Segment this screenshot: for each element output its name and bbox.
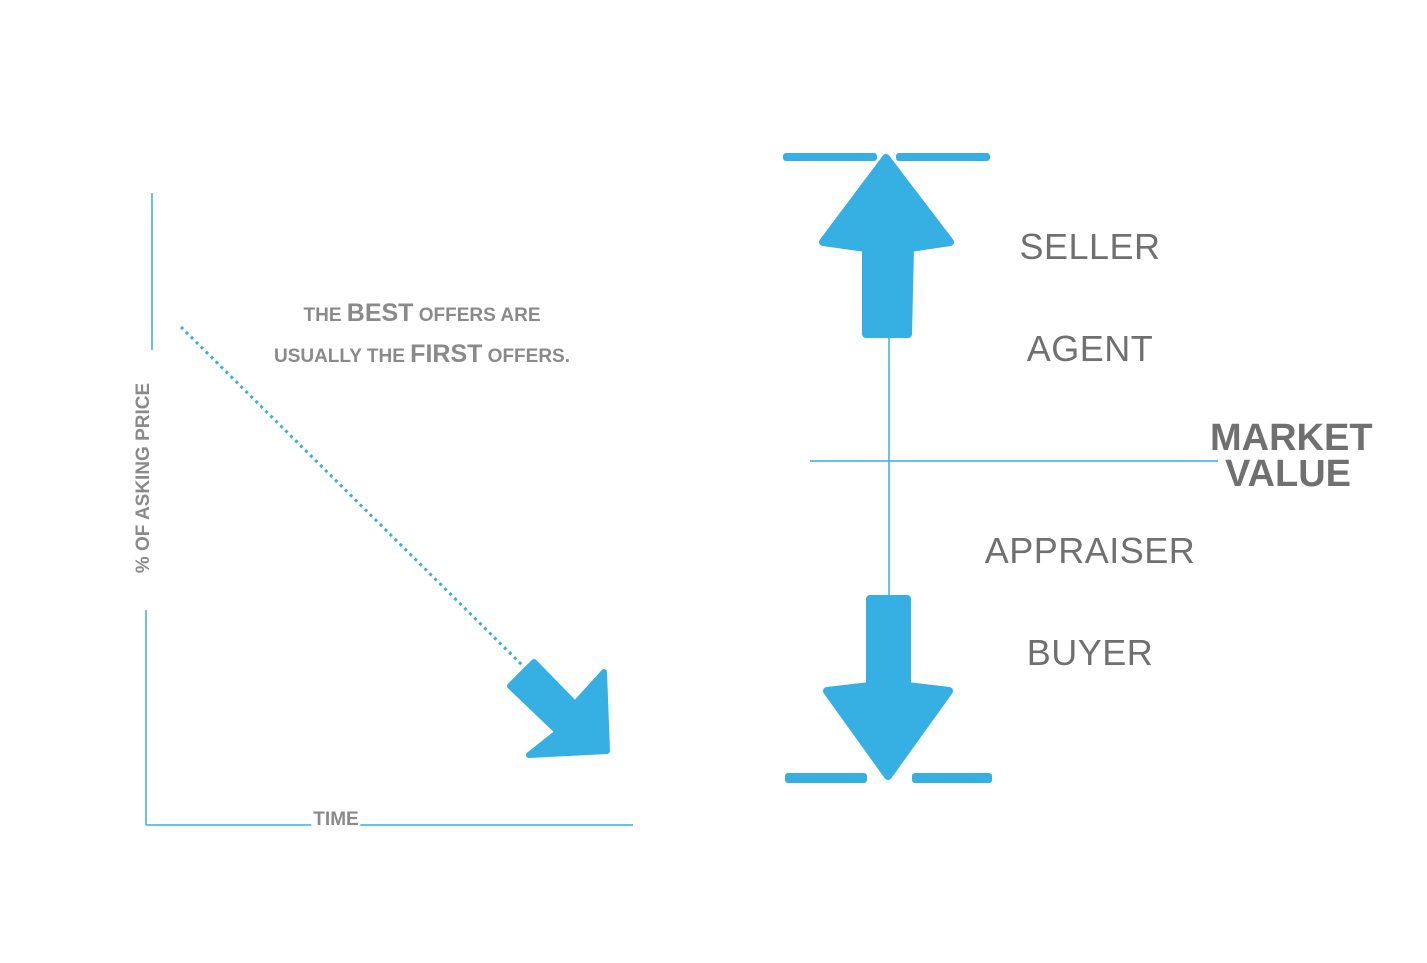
callout-line1-post: OFFERS ARE [413, 305, 541, 326]
callout-line1-emphasis: BEST [346, 299, 414, 327]
market-value-label: MARKET VALUE [1210, 417, 1373, 495]
diagonal-down-arrow-icon [507, 659, 610, 758]
agent-label: AGENT [1026, 328, 1154, 369]
bottom-bar-right [912, 773, 992, 783]
x-axis-label: TIME [311, 809, 361, 831]
buyer-label: BUYER [1026, 632, 1154, 673]
callout-text: THE BEST OFFERS ARE USUALLY THE FIRST OF… [232, 294, 612, 376]
market-value-line1: MARKET [1210, 417, 1373, 459]
top-bar-left [783, 153, 877, 161]
bottom-bar-left [785, 773, 867, 783]
seller-label: SELLER [1019, 226, 1161, 267]
callout-line-2: USUALLY THE FIRST OFFERS. [232, 335, 612, 376]
down-arrow-icon [823, 595, 953, 780]
y-axis-label: % OF ASKING PRICE [133, 382, 154, 574]
up-arrow-icon [819, 154, 954, 338]
trend-dotted-line [179, 325, 524, 667]
callout-line1-pre: THE [303, 305, 347, 326]
callout-line2-pre: USUALLY THE [273, 346, 411, 367]
appraiser-label: APPRAISER [984, 530, 1196, 571]
callout-line-1: THE BEST OFFERS ARE [232, 294, 612, 335]
top-bar-right [896, 153, 990, 161]
callout-line2-emphasis: FIRST [410, 340, 483, 368]
market-value-line2: VALUE [1225, 453, 1351, 495]
callout-line2-post: OFFERS. [482, 346, 571, 367]
